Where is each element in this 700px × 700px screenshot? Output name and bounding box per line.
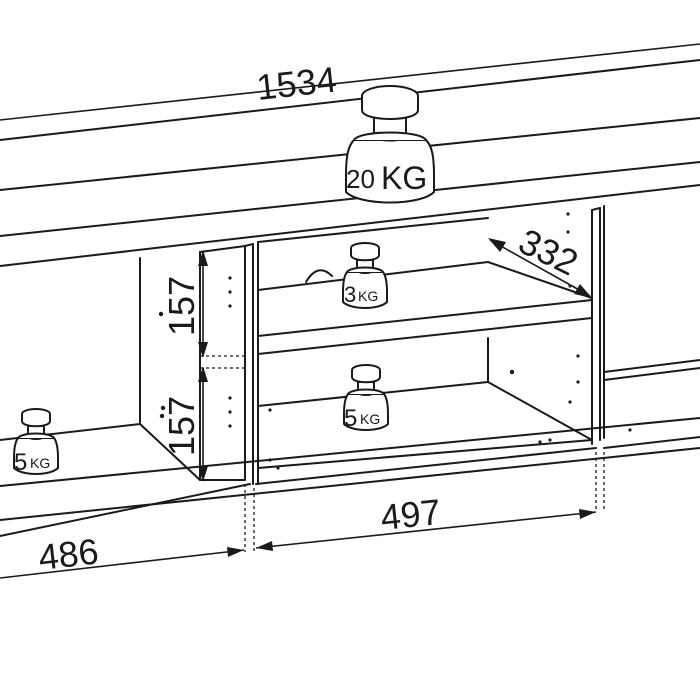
weight-icon: 20 KG [345, 85, 435, 204]
dimension-label-497: 497 [379, 491, 443, 538]
dimension-label-486: 486 [36, 530, 100, 578]
dimension-157-lower: 157 [161, 366, 208, 482]
weight-label-value: 5 [344, 405, 357, 432]
dimension-332: 332 [488, 220, 592, 298]
center-compartment [257, 207, 601, 485]
weight-label-unit: KG [30, 455, 50, 471]
cable-hole [305, 269, 333, 283]
dimension-1534: 1534 [0, 43, 700, 121]
drill-holes [158, 212, 632, 470]
dimension-157-upper: 157 [161, 250, 208, 358]
extension-lines [200, 355, 605, 552]
cabinet-outline [0, 59, 700, 537]
dimension-label-1534: 1534 [254, 59, 338, 108]
dimension-label-157-lower: 157 [161, 396, 202, 456]
right-compartment [603, 205, 700, 439]
weight-icon: 5 KG [13, 408, 59, 476]
weight-icon: 5 KG [343, 364, 389, 432]
weight-label-value: 5 [14, 449, 27, 476]
dimension-497: 497 [255, 491, 597, 551]
dimension-label-157-upper: 157 [161, 276, 202, 336]
weight-label-unit: KG [358, 288, 378, 304]
weight-label-unit: KG [381, 160, 427, 196]
weight-icon: 3 KG [342, 242, 388, 309]
weight-label-unit: KG [360, 411, 380, 427]
dimension-486: 486 [0, 530, 245, 579]
weight-label-value: 20 [346, 164, 375, 194]
left-divider [199, 243, 254, 485]
weight-label-value: 3 [344, 282, 356, 307]
